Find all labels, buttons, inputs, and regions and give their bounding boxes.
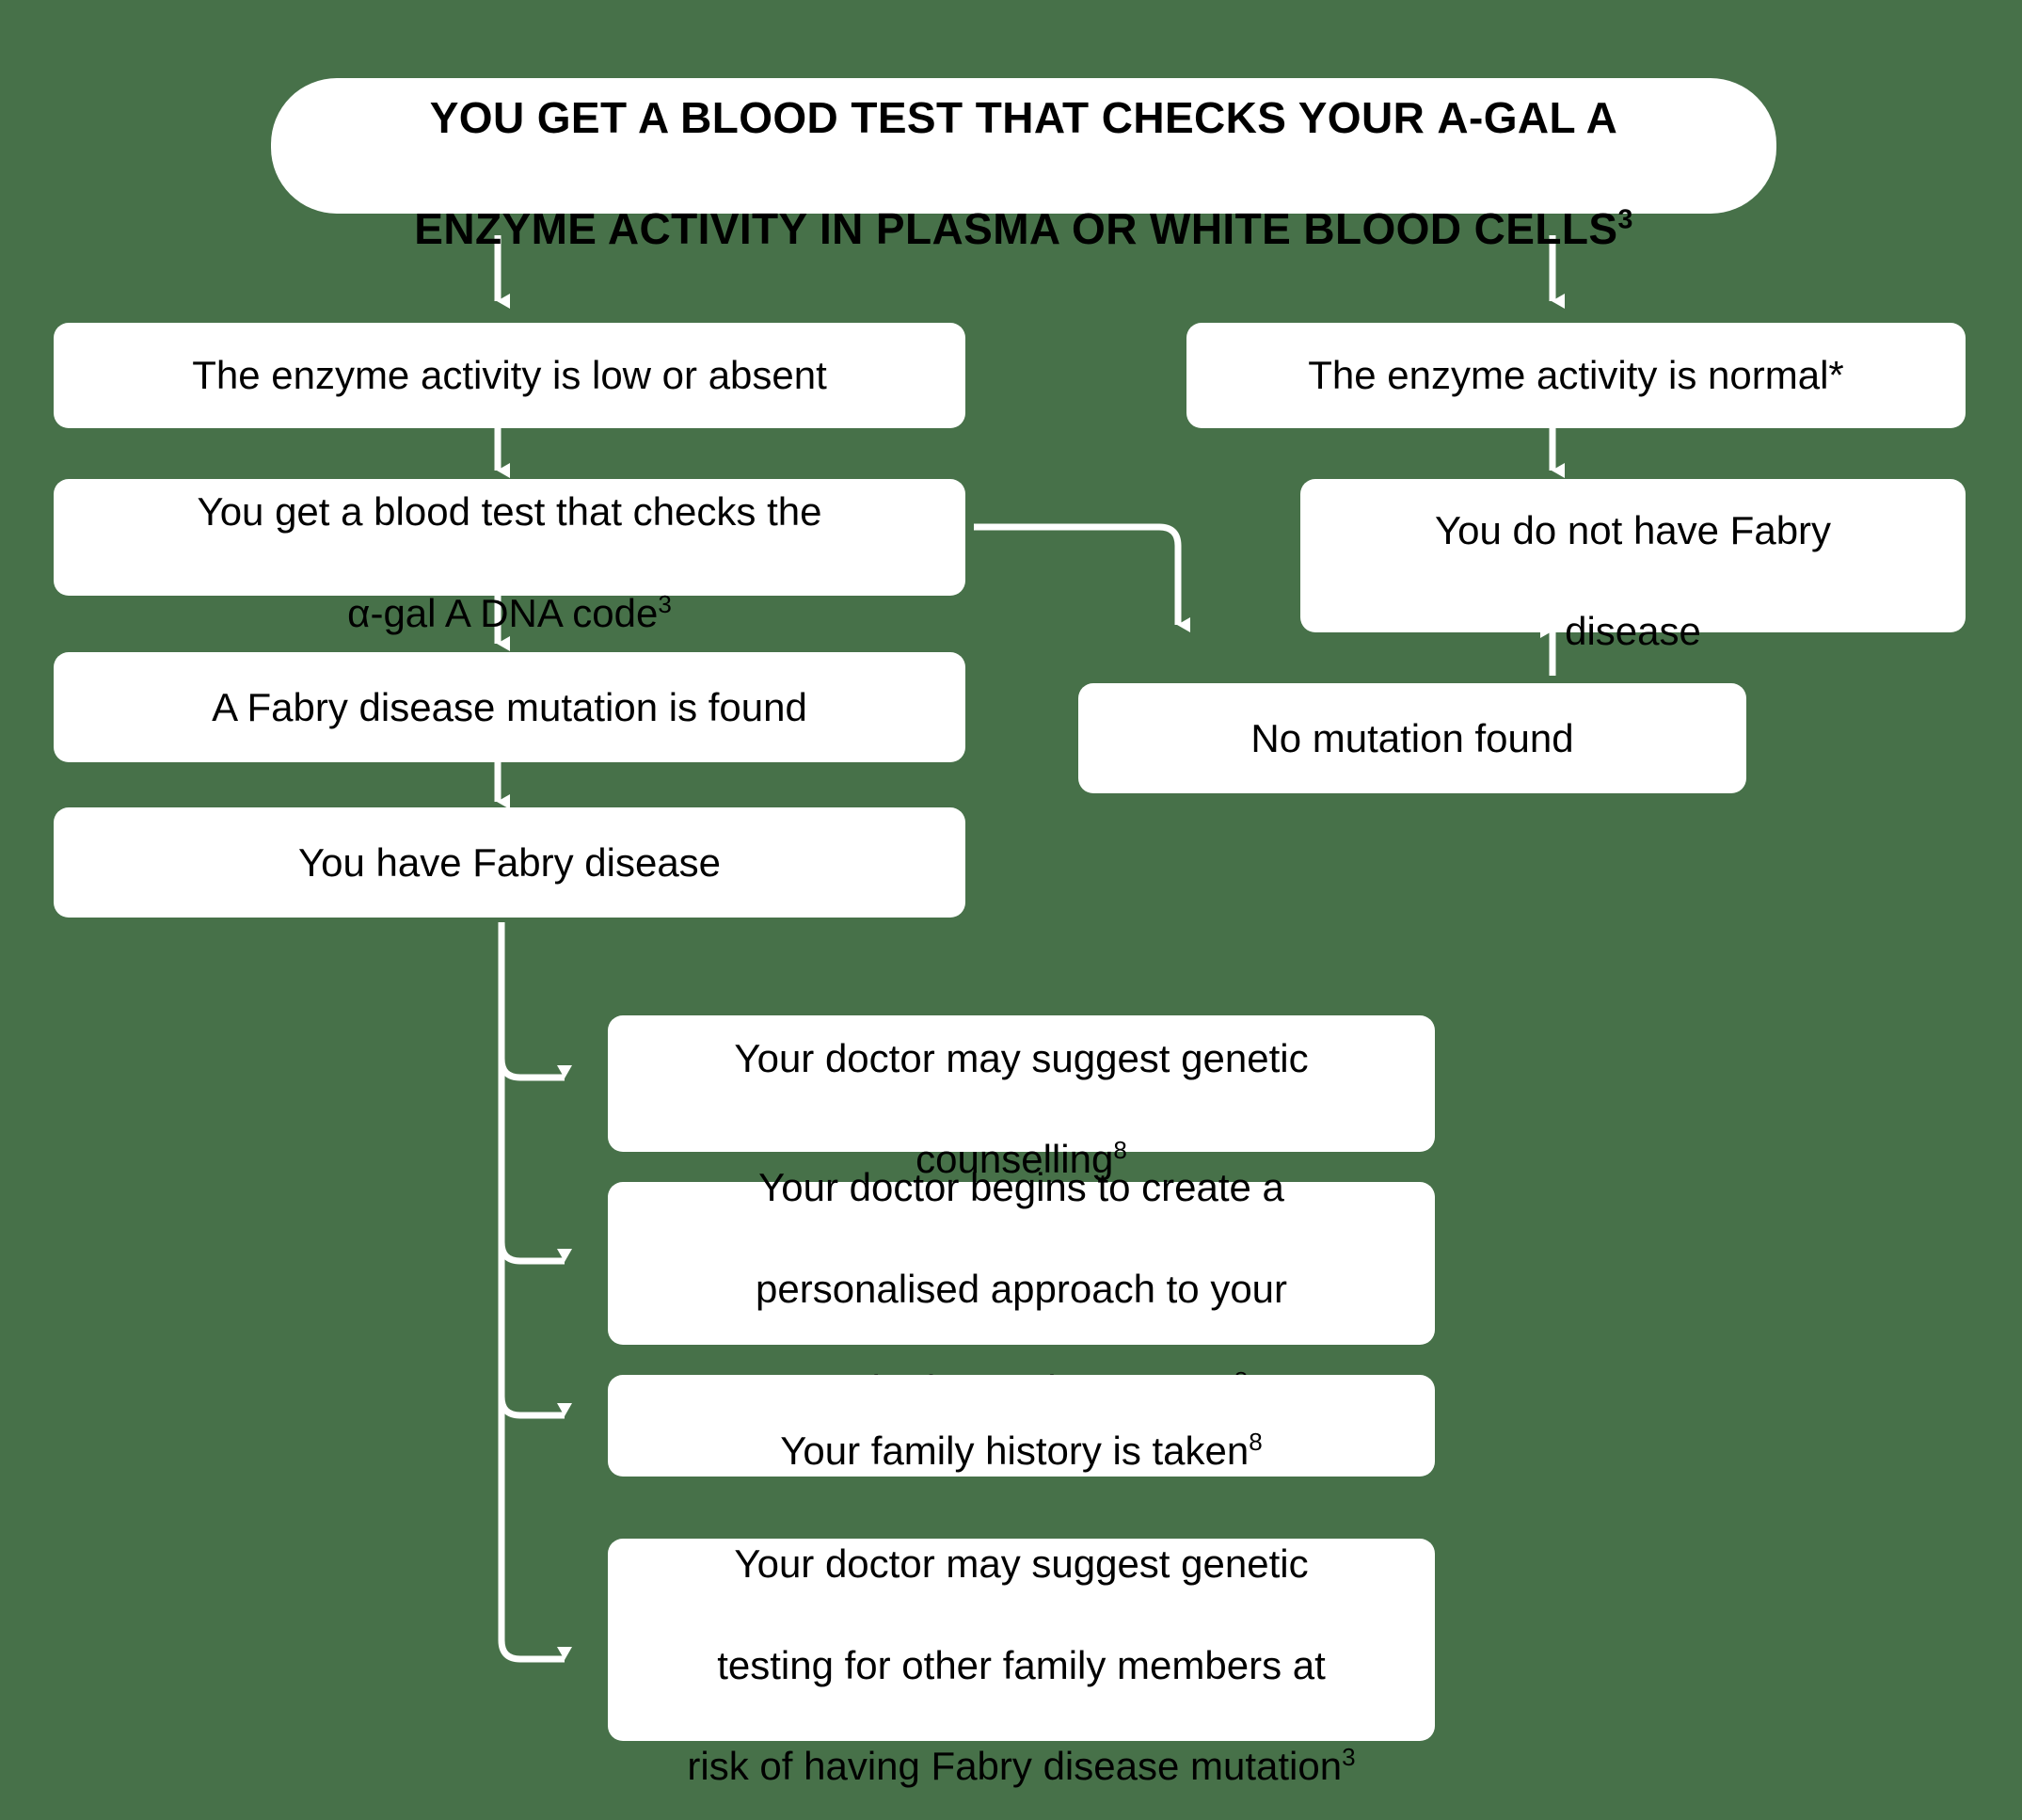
node-low-enzyme-label: The enzyme activity is low or absent — [192, 353, 827, 398]
node-start-label: YOU GET A BLOOD TEST THAT CHECKS YOUR α-… — [414, 93, 1633, 253]
node-family-testing: Your doctor may suggest genetic testing … — [608, 1539, 1435, 1788]
node-no-fabry: You do not have Fabry disease — [1300, 479, 1966, 653]
node-no-mutation: No mutation found — [1078, 683, 1746, 793]
node-have-fabry-label: You have Fabry disease — [297, 839, 722, 885]
edge-branch-personalised-approach — [498, 1241, 572, 1265]
node-mutation-found: A Fabry disease mutation is found — [54, 652, 965, 762]
node-start: YOU GET A BLOOD TEST THAT CHECKS YOUR α-… — [271, 78, 1776, 253]
node-dna-test-label: You get a blood test that checks the α-g… — [197, 489, 822, 635]
node-normal-enzyme: The enzyme activity is normal* — [1186, 323, 1966, 428]
edge-dna-test-to-no-mutation — [974, 523, 1190, 632]
node-family-testing-line3: risk of having Fabry disease mutation3 — [687, 1743, 1356, 1788]
node-low-enzyme: The enzyme activity is low or absent — [54, 323, 965, 428]
node-start-line2: ENZYME ACTIVITY IN PLASMA OR WHITE BLOOD… — [414, 203, 1633, 253]
node-dna-test: You get a blood test that checks the α-g… — [54, 479, 965, 635]
node-genetic-counselling-line2: counselling8 — [915, 1136, 1127, 1182]
node-family-history-label: Your family history is taken8 — [756, 1375, 1286, 1477]
node-no-mutation-label: No mutation found — [1250, 715, 1574, 760]
node-genetic-counselling-label: Your doctor may suggest genetic counsell… — [734, 1035, 1309, 1182]
edge-branch-family-history — [498, 1396, 572, 1419]
node-dna-test-line2: α-gal A DNA code3 — [347, 589, 672, 635]
node-no-fabry-label: You do not have Fabry disease — [1434, 507, 1832, 654]
node-mutation-found-label: A Fabry disease mutation is found — [212, 684, 807, 729]
node-genetic-counselling: Your doctor may suggest genetic counsell… — [608, 1015, 1435, 1181]
node-normal-enzyme-label: The enzyme activity is normal* — [1308, 353, 1844, 398]
node-family-testing-label: Your doctor may suggest genetic testing … — [687, 1541, 1356, 1788]
node-family-history: Your family history is taken8 — [608, 1375, 1435, 1477]
node-family-history-text: Your family history is taken8 — [780, 1428, 1263, 1473]
node-personalised-approach: Your doctor begins to create a personali… — [608, 1165, 1435, 1412]
node-personalised-approach-label: Your doctor begins to create a personali… — [731, 1111, 1312, 1415]
edge-branch-genetic-counselling — [498, 1058, 572, 1081]
node-have-fabry: You have Fabry disease — [54, 807, 965, 918]
edge-trunk-have-fabry — [498, 922, 572, 1663]
